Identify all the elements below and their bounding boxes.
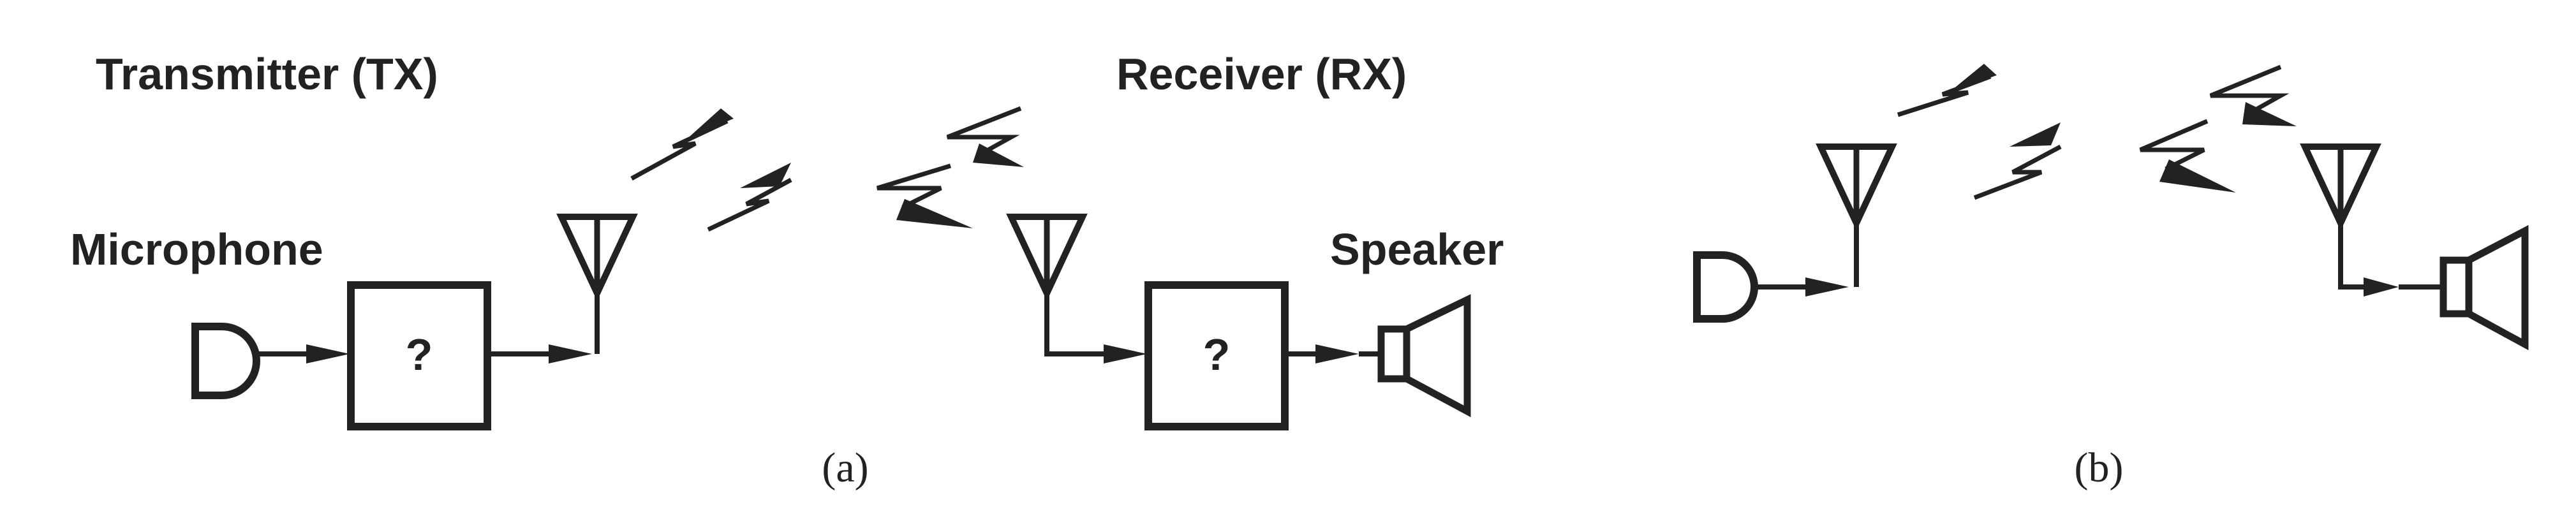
tx-antenna-icon [556,214,638,301]
caption-b: (b) [2075,444,2124,491]
microphone-icon-b [1693,251,1758,323]
caption-a: (a) [822,444,868,491]
tx-wave-lower-icon [707,163,792,232]
mic-to-antenna-arrow-b [1754,277,1849,297]
speaker-icon [1377,294,1471,418]
tx-wave-upper-icon-b [1897,64,1997,117]
rx-wave-lower-icon [876,163,973,228]
mic-to-tx-arrow [256,344,350,363]
panel-b: (b) [1693,64,2529,491]
transmitter-box-label: ? [406,330,433,379]
rx-antenna-icon [1006,214,1088,301]
speaker-icon-b [2439,224,2529,351]
transmitter-title: Transmitter (TX) [96,49,438,99]
tx-wave-lower-icon-b [1973,122,2062,200]
rx-antenna-to-box-arrowhead [1104,344,1147,363]
tx-to-antenna-arrow [487,344,592,363]
rx-wave-upper-icon [946,106,1024,167]
panel-a: Transmitter (TX) Receiver (RX) Microphon… [70,49,1504,491]
speaker-label: Speaker [1330,224,1504,274]
microphone-label: Microphone [70,224,323,274]
tx-antenna-icon-b [1816,143,1897,231]
rx-to-speaker-arrow [1285,344,1359,363]
microphone-icon [191,323,260,399]
receiver-box-label: ? [1203,330,1231,379]
rx-wave-lower-icon-b [2139,119,2236,193]
rx-wave-upper-icon-b [2209,64,2297,126]
rx-antenna-feed-b [2338,223,2364,290]
rx-antenna-icon-b [2300,143,2381,231]
tx-wave-upper-icon [630,108,734,181]
rx-antenna-feed [1044,293,1104,356]
receiver-title: Receiver (RX) [1116,49,1407,99]
rx-antenna-to-speaker-arrowhead-b [2364,277,2399,297]
